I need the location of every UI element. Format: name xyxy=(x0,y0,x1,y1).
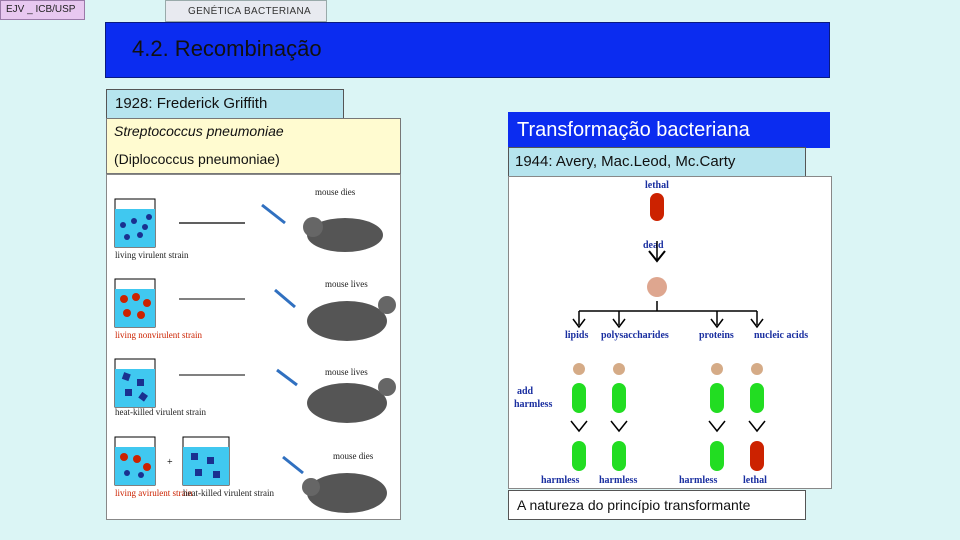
section-title: 4.2. Recombinação xyxy=(132,36,322,61)
outcome-label: mouse dies xyxy=(315,187,356,197)
strain-label: living virulent strain xyxy=(115,250,189,260)
lethal-label: lethal xyxy=(645,180,669,191)
result-label: harmless xyxy=(541,475,579,486)
culture-medium xyxy=(183,447,229,485)
syringe-icon xyxy=(282,455,304,475)
result-label: lethal xyxy=(743,475,767,486)
species-box xyxy=(106,118,401,174)
figure-caption: A natureza do princípio transformante xyxy=(508,490,806,520)
griffith-experiment-figure: living virulent strain mouse dies living… xyxy=(106,174,401,520)
fraction-label: polysaccharides xyxy=(601,330,669,341)
experiment-row-4: + living avirulent strain heat-killed vi… xyxy=(114,436,387,513)
result-label: harmless xyxy=(599,475,637,486)
experiment-row-1: living virulent strain mouse dies xyxy=(114,187,383,260)
culture-medium xyxy=(115,369,155,407)
syringe-icon xyxy=(261,203,286,225)
species-alt-name: (Diplococcus pneumoniae) xyxy=(114,151,280,167)
strain-label: heat-killed virulent strain xyxy=(183,488,274,498)
syringe-icon xyxy=(274,288,296,309)
fraction-label: lipids xyxy=(565,330,588,341)
outcome-label: mouse dies xyxy=(333,451,374,461)
mouse-icon xyxy=(307,218,383,252)
result-label: harmless xyxy=(679,475,717,486)
strain-label: living avirulent strain xyxy=(115,488,193,498)
syringe-icon xyxy=(276,368,298,387)
outcome-label: mouse lives xyxy=(325,279,368,289)
add-harmless-label: add xyxy=(517,386,534,397)
section-banner xyxy=(105,22,830,78)
fraction-label: nucleic acids xyxy=(754,330,808,341)
subject-tag: GENÉTICA BACTERIANA xyxy=(165,0,327,22)
fraction-label: proteins xyxy=(699,330,734,341)
cell-debris-icon xyxy=(647,277,667,297)
strain-label: living nonvirulent strain xyxy=(115,330,202,340)
species-name: Streptococcus pneumoniae xyxy=(114,123,284,139)
harmless-bacteria xyxy=(572,383,764,413)
avery-diagram: lethal dead lipids polysaccharides prote… xyxy=(514,180,808,486)
mouse-icon xyxy=(307,383,387,423)
plus-icon: + xyxy=(167,457,173,468)
result-bacteria xyxy=(572,441,764,471)
extract-icons xyxy=(573,363,763,375)
strain-label: heat-killed virulent strain xyxy=(115,407,206,417)
griffith-diagram: living virulent strain mouse dies living… xyxy=(114,187,396,513)
mouse-icon xyxy=(307,473,387,513)
avery-heading: 1944: Avery, Mac.Leod, Mc.Carty xyxy=(508,147,806,177)
dead-label: dead xyxy=(643,240,664,251)
branch-arrows xyxy=(572,311,764,329)
mouse-icon xyxy=(307,301,387,341)
avery-experiment-figure: lethal dead lipids polysaccharides prote… xyxy=(508,176,832,489)
virulent-bacterium-icon xyxy=(650,193,664,221)
experiment-row-2: living nonvirulent strain mouse lives xyxy=(114,278,396,341)
outcome-label: mouse lives xyxy=(325,367,368,377)
transformation-banner: Transformação bacteriana xyxy=(508,112,830,148)
add-harmless-label: harmless xyxy=(514,399,552,410)
experiment-row-3: heat-killed virulent strain mouse lives xyxy=(114,358,396,423)
result-arrows xyxy=(570,420,766,433)
course-tag: EJV _ ICB/USP xyxy=(0,0,85,20)
griffith-heading: 1928: Frederick Griffith xyxy=(106,89,344,119)
